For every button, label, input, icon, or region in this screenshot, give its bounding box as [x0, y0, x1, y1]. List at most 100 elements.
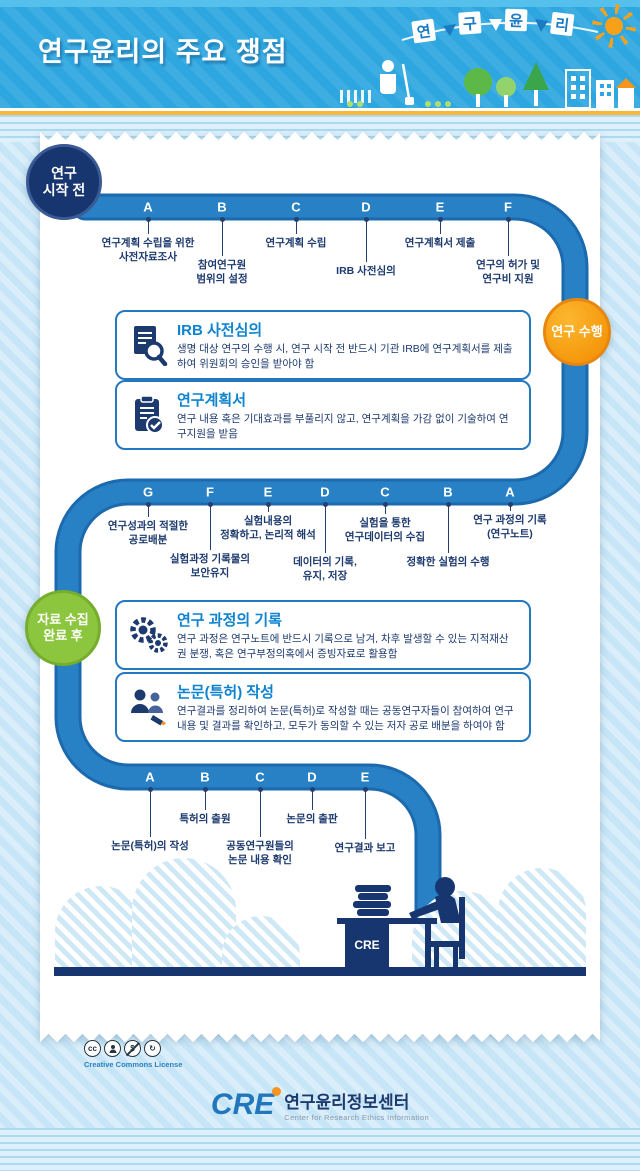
chair-back [459, 897, 465, 959]
info-box-title: 연구 과정의 기록 [177, 612, 282, 629]
cc-by-icon [104, 1040, 121, 1057]
sprouts [347, 101, 451, 107]
researcher-at-desk-illustration: CRE [337, 877, 465, 967]
org-name: 연구윤리정보센터 [284, 1093, 410, 1112]
connector-line [437, 217, 443, 234]
route-point-letter: E [435, 199, 445, 215]
paper-sheet: 연구 시작 전 연구 수행 자료 수집 완료 후 A 연구계획 수립을 위한 사… [25, 132, 611, 1042]
route-point-letter: D [307, 769, 317, 785]
route-point-label: 실험내용의 정확하고, 논리적 해석 [220, 515, 316, 541]
chair-leg [434, 947, 439, 967]
cc-icon: cc [84, 1040, 101, 1057]
cc-license-label: Creative Commons License [84, 1060, 183, 1069]
info-box-body: 연구 과정은 연구노트에 반드시 기록으로 남겨, 차후 발생할 수 있는 지적… [177, 633, 509, 660]
route-point-label: 정확한 실험의 수행 [406, 556, 490, 568]
info-box-body: 연구 내용 혹은 기대효과를 부풀리지 않고, 연구계획을 가감 없이 기술하여… [177, 413, 509, 440]
pennant-flags [443, 19, 548, 36]
header: 연구윤리의 주요 쟁점 연 구 윤 리 [0, 0, 640, 108]
route-point-label: 연구의 허가 및 연구비 지원 [476, 259, 540, 285]
connector-line [219, 217, 225, 256]
cloud-shape [498, 868, 586, 967]
connector-line [382, 502, 388, 514]
banner-letter: 구 [462, 16, 477, 34]
cc-icons-row: cc $ ↻ [84, 1040, 182, 1057]
cre-logo: CRE [210, 1087, 282, 1121]
route-point-letter: F [504, 199, 512, 215]
info-box-title: IRB 사전심의 [177, 322, 263, 339]
footer: CRE 연구윤리정보센터 Center for Research Ethics … [0, 1087, 640, 1122]
gardener-person [380, 60, 396, 94]
page-title: 연구윤리의 주요 쟁점 [38, 37, 288, 67]
banner-letter: 연 [416, 23, 432, 42]
gears-icon [125, 614, 171, 656]
route-point-letter: B [217, 199, 227, 215]
info-box-irb-review: IRB 사전심의 생명 대상 연구의 수행 시, 연구 시작 전 반드시 기관 … [115, 310, 531, 381]
route-point-label: 연구계획서 제출 [404, 237, 476, 249]
route-point-letter: D [361, 199, 371, 215]
book [355, 885, 391, 892]
stage-badge-text: 자료 수집 [37, 611, 89, 627]
paper-body: 연구 시작 전 연구 수행 자료 수집 완료 후 A 연구계획 수립을 위한 사… [25, 144, 611, 1030]
document-magnifier-icon [125, 324, 171, 367]
route-point-letter: A [505, 484, 515, 500]
connector-line [265, 502, 271, 512]
person-head [435, 877, 455, 897]
banner-letter-card: 윤 [504, 8, 528, 32]
route-point-letter: B [200, 769, 210, 785]
chair-seat [431, 941, 463, 947]
clipboard-check-icon [125, 394, 171, 436]
banner-letter: 윤 [509, 13, 524, 30]
org-block: 연구윤리정보센터 Center for Research Ethics Info… [284, 1088, 429, 1122]
route-point-label: 데이터의 기록, 유지, 저장 [293, 556, 357, 582]
info-box-paper-patent-writing: 논문(특허) 작성 연구결과를 정리하여 논문(특허)로 작성할 때는 공동연구… [115, 672, 531, 743]
route-point-letter: F [206, 484, 214, 500]
route-point-letter: E [360, 769, 370, 785]
book [357, 909, 389, 916]
connector-line [145, 217, 151, 234]
banner-letter-card: 구 [458, 11, 482, 35]
connector-line [202, 787, 208, 810]
org-name-en: Center for Research Ethics Information [284, 1113, 430, 1122]
sun-icon [592, 4, 636, 48]
route-point-label: 연구결과 보고 [334, 842, 396, 854]
desk-top [337, 918, 437, 924]
info-box-title: 논문(특허) 작성 [177, 684, 274, 701]
people-writing-icon [125, 686, 171, 728]
stage-badge-text: 완료 후 [43, 628, 83, 643]
chair-leg [453, 947, 458, 967]
pinstripe-band-bottom [0, 1128, 640, 1171]
paper-zigzag-top [40, 132, 600, 144]
info-box-research-record: 연구 과정의 기록 연구 과정은 연구노트에 반드시 기록으로 남겨, 차후 발… [115, 600, 531, 671]
route-point-letter: B [443, 484, 453, 500]
route-point-label: 연구 과정의 기록 (연구노트) [473, 514, 547, 540]
route-point-label: 특허의 출원 [179, 813, 231, 825]
stage-badge-after-data-collection: 자료 수집 완료 후 [25, 590, 101, 666]
stage-badge-text: 연구 [51, 164, 77, 181]
route-point-label: 논문(특허)의 작성 [111, 840, 189, 852]
stage-badge-text: 시작 전 [42, 182, 86, 198]
research-ethics-banner: 연 구 윤 리 [401, 8, 599, 44]
book [358, 893, 388, 900]
desk-drawer [345, 924, 389, 967]
banner-letter-card: 연 [411, 18, 436, 44]
fence [340, 90, 371, 103]
route-point-letter: A [145, 769, 155, 785]
route-point-letter: D [320, 484, 330, 500]
desk-label: CRE [354, 938, 379, 952]
stage-badge-text: 연구 수행 [551, 323, 603, 339]
route-point-label: 실험과정 기록물의 보안유지 [169, 553, 251, 579]
shovel-icon [401, 63, 414, 105]
info-box-title: 연구계획서 [177, 392, 247, 409]
route-point-letter: G [142, 484, 154, 500]
stage-badge-research-execution: 연구 수행 [543, 298, 611, 366]
route-point-label: IRB 사전심의 [336, 265, 396, 277]
route-point-letter: C [291, 199, 301, 215]
buildings [565, 69, 636, 108]
route-point-label: 연구계획 수립 [265, 237, 327, 249]
connector-line [505, 217, 511, 256]
route-point-label: 참여연구원 범위의 설정 [196, 259, 248, 285]
banner-letter-card: 리 [550, 11, 575, 37]
connector-line [145, 502, 151, 517]
book [353, 901, 391, 908]
